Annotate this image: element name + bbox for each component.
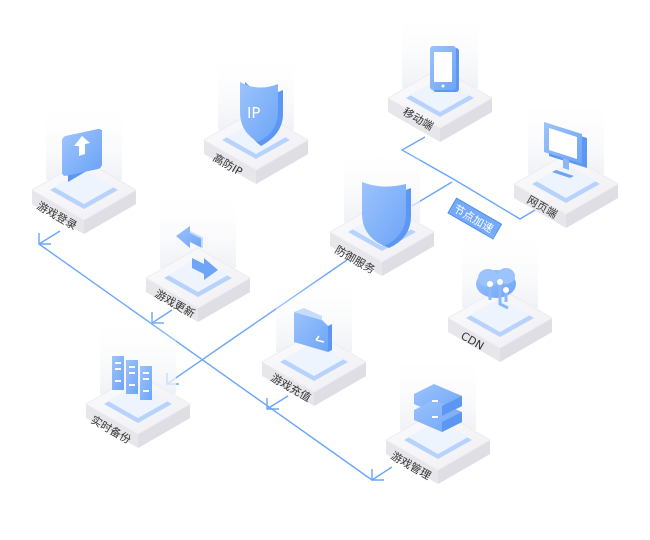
arrowhead-recharge bbox=[266, 398, 279, 410]
arrow-manage bbox=[371, 466, 393, 481]
server-rack-icon bbox=[112, 356, 152, 400]
upload-arrow-icon bbox=[62, 128, 102, 182]
node-game-recharge[interactable]: 游戏充值 bbox=[261, 273, 367, 407]
connector-login-manage bbox=[38, 243, 373, 481]
cloud-network-icon bbox=[476, 268, 516, 310]
tablet-icon bbox=[430, 46, 459, 92]
ip-shield-icon: IP bbox=[240, 82, 283, 146]
sync-arrows-icon bbox=[176, 226, 218, 280]
svg-text:IP: IP bbox=[247, 104, 260, 122]
arrow-recharge bbox=[266, 395, 289, 410]
node-game-login[interactable]: 游戏登录 bbox=[31, 101, 137, 235]
node-anti-ip[interactable]: IP 高防IP bbox=[203, 51, 309, 185]
shield-icon bbox=[362, 182, 411, 248]
node-game-manage[interactable]: 游戏管理 bbox=[385, 351, 491, 485]
arrow-login bbox=[38, 230, 61, 245]
node-game-update[interactable]: 游戏更新 bbox=[145, 189, 251, 323]
monitor-icon bbox=[544, 122, 587, 178]
node-backup[interactable]: 实时备份 bbox=[85, 315, 191, 449]
wallet-icon bbox=[294, 308, 332, 352]
node-web[interactable]: 网页端 bbox=[513, 95, 619, 229]
node-cdn[interactable]: CDN bbox=[447, 229, 553, 363]
arrowhead-login bbox=[38, 233, 51, 245]
node-defense[interactable]: 防御服务 bbox=[329, 143, 435, 277]
node-mobile[interactable]: 移动端 bbox=[387, 9, 493, 143]
arrowhead-manage bbox=[371, 469, 384, 481]
database-icon bbox=[414, 384, 462, 432]
